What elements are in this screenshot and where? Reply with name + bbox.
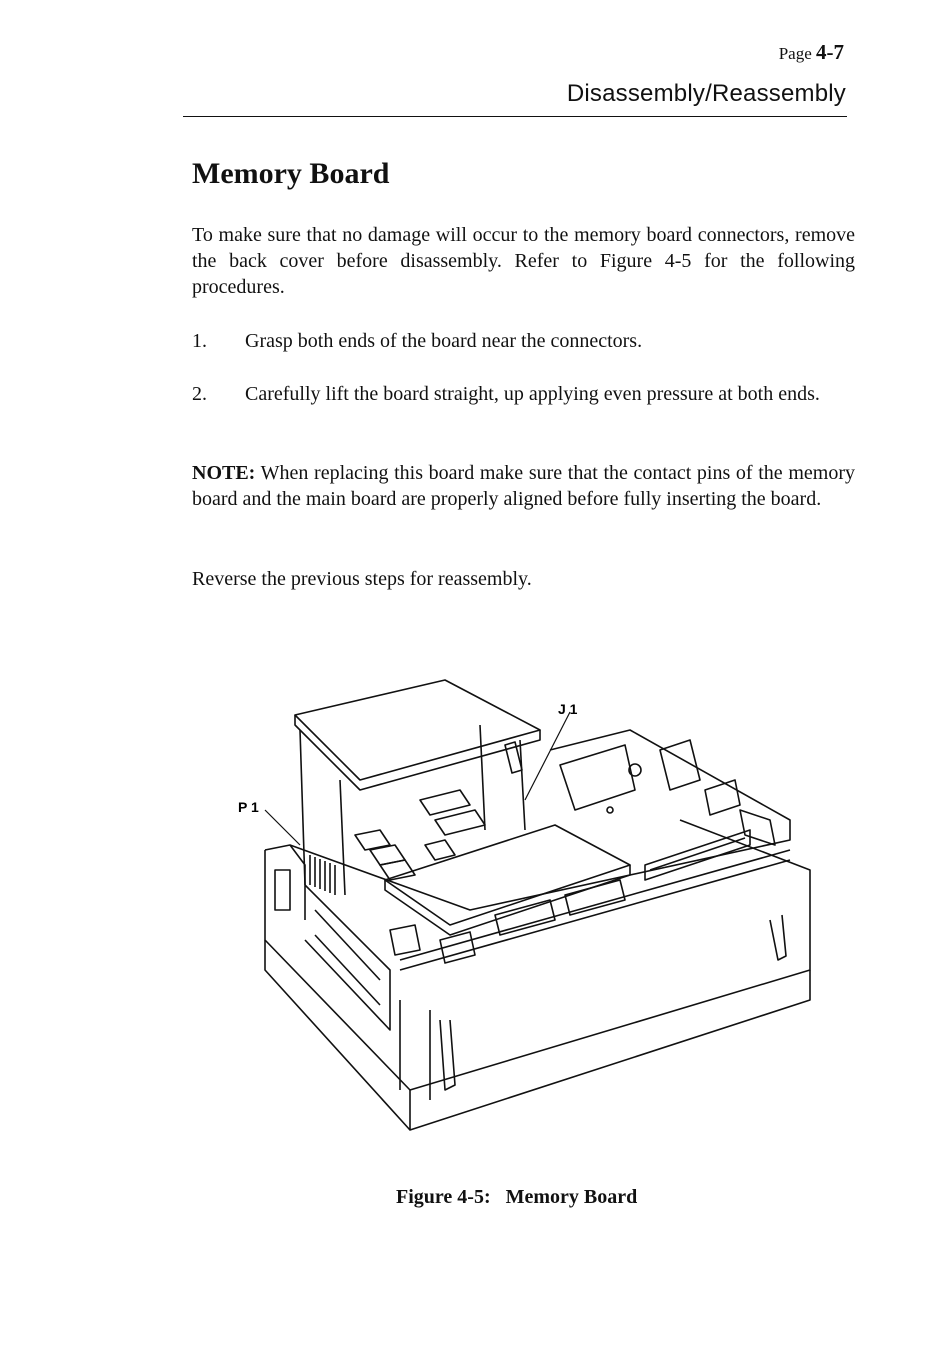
- step-text: Carefully lift the board straight, up ap…: [245, 383, 820, 405]
- intro-paragraph: To make sure that no damage will occur t…: [192, 224, 855, 298]
- step-number: 1.: [192, 330, 207, 352]
- step-text: Grasp both ends of the board near the co…: [245, 330, 643, 352]
- callout-j1: J 1: [558, 701, 578, 717]
- step-number: 2.: [192, 383, 207, 405]
- page-number-value: 4-7: [816, 40, 844, 64]
- page-number: Page 4-7: [779, 40, 844, 65]
- page-prefix: Page: [778, 44, 812, 63]
- note-paragraph: NOTE: When replacing this board make sur…: [192, 460, 855, 512]
- note-label: NOTE:: [192, 462, 256, 484]
- step-1: 1. Grasp both ends of the board near the…: [192, 328, 855, 354]
- note-text: When replacing this board make sure that…: [192, 462, 855, 510]
- reverse-paragraph: Reverse the previous steps for reassembl…: [192, 568, 532, 590]
- callout-p1: P 1: [238, 799, 259, 815]
- step-2: 2. Carefully lift the board straight, up…: [192, 381, 855, 407]
- section-title: Disassembly/Reassembly: [566, 80, 846, 107]
- figure-caption: Figure 4-5: Memory Board: [396, 1186, 638, 1208]
- memory-board-figure: J 1 P 1: [238, 679, 811, 1131]
- page-title: Memory Board: [192, 157, 390, 190]
- header-rule: [183, 116, 847, 117]
